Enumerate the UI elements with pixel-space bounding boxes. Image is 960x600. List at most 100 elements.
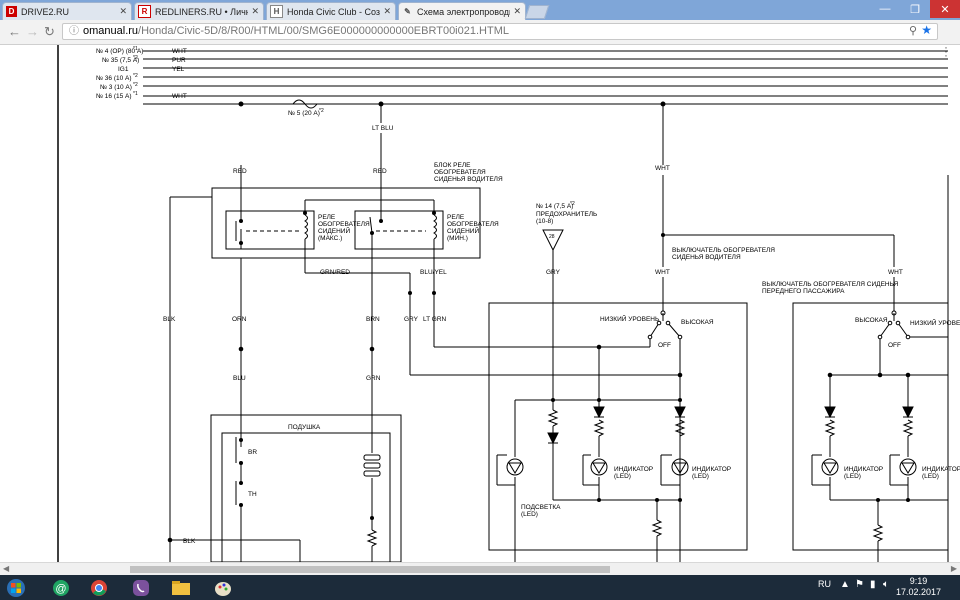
backlight-label: ПОДСВЕТКА (521, 504, 561, 511)
relay-max (225, 210, 315, 250)
clock[interactable]: 9:19 17.02.2017 (896, 576, 942, 597)
svg-text:№ 3 (10 А): № 3 (10 А) (100, 84, 132, 91)
wire-blk-2: BLK (183, 538, 196, 545)
forward-icon[interactable]: → (26, 24, 39, 39)
zoom-icon[interactable]: ⚲ (908, 25, 917, 37)
fuse-labels: № 4 (ОР) (80 А) *1 WHT № 35 (7,5 А) *2 P… (96, 46, 187, 100)
redliners-icon: R (138, 5, 151, 18)
svg-text:СИДЕНЬЯ ВОДИТЕЛЯ: СИДЕНЬЯ ВОДИТЕЛЯ (672, 254, 741, 261)
svg-text:*1: *1 (133, 46, 138, 52)
high-label: ВЫСОКАЯ (681, 319, 714, 326)
br-label: BR (248, 449, 257, 456)
wire-blk: BLK (163, 316, 176, 323)
taskbar: @ RU ▲ ⚑ ▮ 🔈︎ 9:19 17.02.2017 (0, 575, 960, 600)
svg-text:*2: *2 (133, 55, 138, 61)
bookmark-star-icon[interactable]: ★ (921, 23, 932, 37)
driver-switch-module (488, 302, 748, 551)
svg-text:(LED): (LED) (844, 473, 861, 480)
fuse-14-label: № 14 (7,5 А) *2 ПРЕДОХРАНИТЕЛЬ (10-8) 28… (536, 201, 597, 276)
wire-orn: ORN (232, 316, 247, 323)
wire-lt-grn: LT GRN (423, 316, 447, 323)
maximize-icon[interactable]: ❐ (910, 3, 920, 16)
svg-text:(МАКС.): (МАКС.) (318, 235, 342, 242)
close-icon[interactable]: ✕ (119, 6, 127, 16)
wire-blu-yel: BLU/YEL (420, 269, 447, 276)
off-label: OFF (658, 342, 671, 349)
tab-redliners[interactable]: R REDLINERS.RU • Личный ✕ (134, 2, 264, 20)
svg-text:ОБОГРЕВАТЕЛЯ: ОБОГРЕВАТЕЛЯ (318, 221, 370, 228)
wire-gry-1: GRY (404, 316, 419, 323)
svg-text:(10-8): (10-8) (536, 218, 553, 225)
svg-text:СИДЕНЬЯ ВОДИТЕЛЯ: СИДЕНЬЯ ВОДИТЕЛЯ (434, 176, 503, 183)
svg-text:*1: *1 (133, 91, 138, 97)
tab-wiring-diagram[interactable]: ✎ Схема электропроводк ✕ (398, 2, 526, 20)
close-icon[interactable]: ✕ (383, 6, 391, 16)
horizontal-scrollbar[interactable]: ◀ ▶ (0, 562, 960, 576)
wire-wht-2: WHT (655, 269, 670, 276)
fuse-5-label: № 5 (20 А) (288, 110, 320, 117)
new-tab-button[interactable] (524, 5, 550, 19)
chrome-icon[interactable] (82, 577, 116, 598)
tab-drive2[interactable]: D DRIVE2.RU ✕ (2, 2, 132, 20)
svg-text:YEL: YEL (172, 66, 185, 73)
svg-text:БЛОК РЕЛЕ: БЛОК РЕЛЕ (434, 162, 471, 169)
svg-text:№ 35 (7,5 А): № 35 (7,5 А) (102, 57, 139, 64)
scroll-left-icon[interactable]: ◀ (3, 564, 10, 573)
fuse-5 (292, 99, 382, 123)
svg-text:(LED): (LED) (922, 473, 939, 480)
cushion-label: ПОДУШКА (288, 424, 321, 431)
honda-icon: H (270, 5, 283, 18)
svg-text:СИДЕНИЙ: СИДЕНИЙ (318, 226, 350, 235)
paint-icon[interactable] (206, 577, 240, 598)
svg-text:СИДЕНИЙ: СИДЕНИЙ (447, 226, 479, 235)
viber-icon[interactable] (124, 577, 158, 598)
close-icon[interactable]: ✕ (513, 6, 521, 16)
svg-text:№ 14 (7,5 А): № 14 (7,5 А) (536, 203, 573, 210)
scroll-right-icon[interactable]: ▶ (950, 564, 957, 573)
high-label-2: ВЫСОКАЯ (855, 317, 888, 324)
fuse-14-connector (542, 229, 564, 252)
indicator-label-1: ИНДИКАТОР (614, 466, 653, 473)
indicator-label-4: ИНДИКАТОР (922, 466, 960, 473)
relay-block (211, 187, 481, 259)
low-level-label: НИЗКИЙ УРОВЕНЬ (600, 314, 659, 323)
mail-icon[interactable]: @ (44, 577, 78, 598)
tray-arrow-icon[interactable]: ▲ (840, 579, 850, 590)
svg-text:(LED): (LED) (521, 511, 538, 518)
wire-wht-1: WHT (655, 165, 670, 172)
svg-text:IG1: IG1 (118, 66, 129, 73)
volume-icon[interactable]: 🔈︎ (883, 579, 889, 590)
svg-text:*2: *2 (319, 108, 324, 114)
window-close-icon[interactable]: ✕ (930, 0, 960, 18)
back-icon[interactable]: ← (8, 24, 21, 39)
relay-block-title: БЛОК РЕЛЕ ОБОГРЕВАТЕЛЯ СИДЕНЬЯ ВОДИТЕЛЯ … (233, 162, 503, 183)
close-icon[interactable]: ✕ (251, 6, 259, 16)
cushion-heater (210, 414, 402, 562)
wire-grn: GRN (366, 375, 381, 382)
off-label-2: OFF (888, 342, 901, 349)
svg-text:28: 28 (549, 234, 555, 240)
svg-text:(МИН.): (МИН.) (447, 235, 468, 242)
wire-red-2: RED (373, 168, 387, 175)
page-info-icon[interactable]: ⓘ (69, 26, 79, 37)
svg-text:*2: *2 (133, 82, 138, 88)
driver-switch-label: ВЫКЛЮЧАТЕЛЬ ОБОГРЕВАТЕЛЯ (672, 247, 775, 254)
minimize-icon[interactable]: — (879, 3, 891, 15)
language-indicator[interactable]: RU (818, 579, 831, 589)
low-level-label-2: НИЗКИЙ УРОВЕНЬ (910, 318, 960, 327)
indicator-label-3: ИНДИКАТОР (844, 466, 883, 473)
omanual-icon: ✎ (404, 7, 411, 16)
network-icon[interactable]: ▮ (870, 579, 876, 590)
tab-honda-club[interactable]: H Honda Civic Club - Созд ✕ (266, 2, 396, 20)
flag-icon[interactable]: ⚑ (855, 579, 864, 590)
address-input[interactable]: ⓘ omanual.ru/Honda/Civic-5D/8/R00/HTML/0… (62, 23, 938, 40)
explorer-icon[interactable] (164, 577, 198, 598)
start-icon[interactable] (4, 578, 28, 598)
scrollbar-thumb[interactable] (130, 566, 610, 573)
tab-bar: D DRIVE2.RU ✕ R REDLINERS.RU • Личный ✕ … (0, 0, 960, 20)
reload-icon[interactable]: ↻ (44, 24, 55, 39)
wire-brn: BRN (366, 316, 380, 323)
svg-text:ПРЕДОХРАНИТЕЛЬ: ПРЕДОХРАНИТЕЛЬ (536, 211, 597, 218)
relay-min (354, 210, 444, 250)
svg-text:РЕЛЕ: РЕЛЕ (318, 214, 336, 221)
